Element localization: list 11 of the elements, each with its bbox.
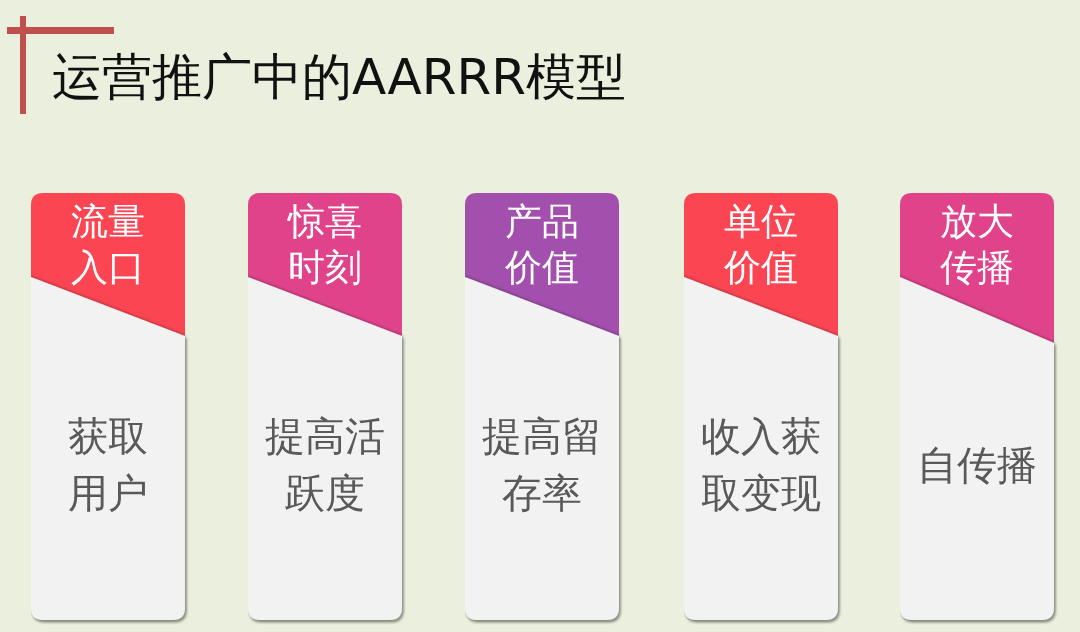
stage-heading: 单位价值: [723, 199, 799, 291]
stage-description: 收入获取变现: [700, 412, 822, 518]
stage-heading: 放大传播: [939, 199, 1015, 291]
stage-description: 获取用户: [67, 412, 149, 518]
stage-heading: 惊喜时刻: [287, 199, 363, 291]
stage-description: 提高留存率: [481, 412, 603, 518]
stage-description: 提高活跃度: [264, 412, 386, 518]
stage-heading: 产品价值: [504, 199, 580, 291]
diagram-title: 运营推广中的AARRR模型: [52, 47, 627, 107]
stage-description: 自传播: [916, 440, 1038, 490]
stage-heading: 流量入口: [70, 199, 146, 291]
